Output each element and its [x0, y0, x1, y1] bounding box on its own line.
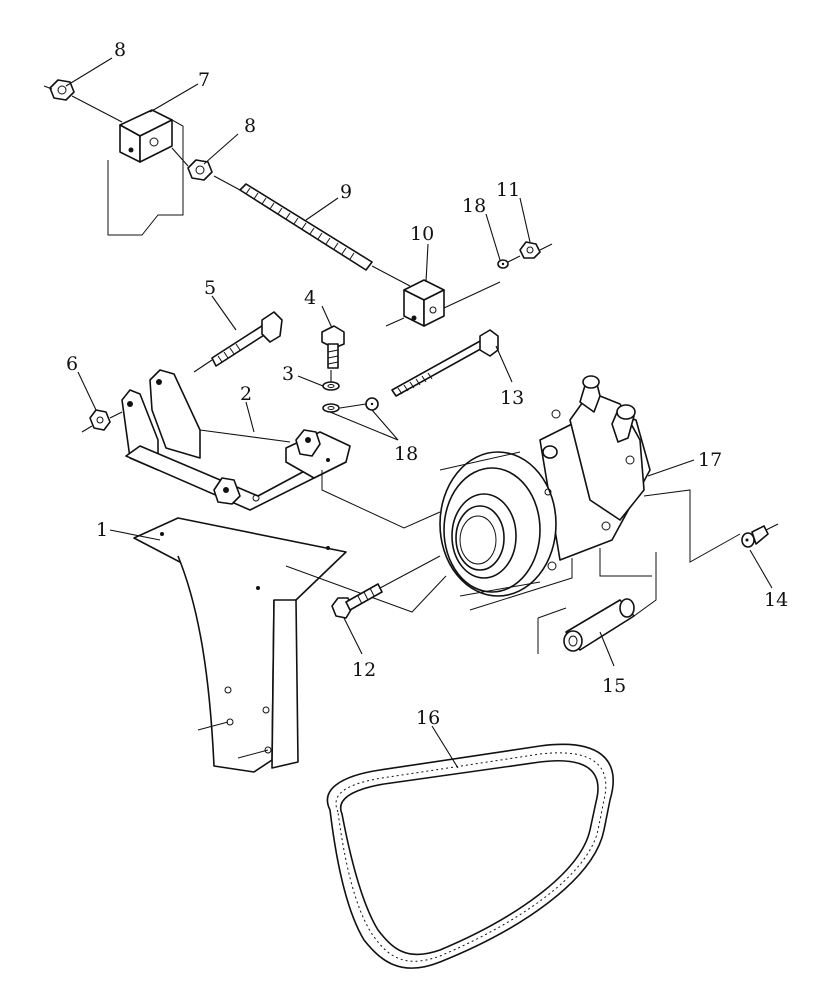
- callout-17: 17: [698, 449, 722, 471]
- spacer-part-15: [563, 598, 635, 652]
- bolt-part-14: [741, 525, 769, 548]
- threaded-rod-part-9: [239, 183, 373, 271]
- block-part-10: [403, 279, 445, 327]
- nut-part-11: [519, 241, 541, 259]
- callout-11: 11: [496, 179, 520, 201]
- callout-9: 9: [340, 181, 352, 203]
- drive-belt-part-16: [326, 743, 614, 969]
- callout-12: 12: [352, 659, 376, 681]
- washer-part-18-top: [497, 259, 509, 269]
- callout-3: 3: [282, 363, 294, 385]
- callout-6: 6: [66, 353, 78, 375]
- nut-part-6: [89, 409, 111, 431]
- callout-18-top: 18: [462, 195, 486, 217]
- callout-8-middle: 8: [244, 115, 256, 137]
- compressor-part-17: [439, 375, 651, 597]
- callout-18-lower: 18: [394, 443, 418, 465]
- callout-16: 16: [416, 707, 440, 729]
- bracket-part-2: [121, 369, 351, 511]
- bolt-part-13: [391, 329, 499, 397]
- callout-1: 1: [96, 519, 108, 541]
- callout-14: 14: [764, 589, 788, 611]
- support-bracket-part-1: [133, 517, 347, 773]
- nut-part-8-top: [43, 79, 75, 101]
- bolt-part-4: [321, 325, 345, 369]
- callout-7: 7: [198, 69, 210, 91]
- bolt-part-5: [211, 311, 283, 367]
- nut-part-8-middle: [187, 159, 213, 181]
- callout-8-top: 8: [114, 39, 126, 61]
- callout-5: 5: [204, 277, 216, 299]
- callout-13: 13: [500, 387, 524, 409]
- washer-part-18-lower: [365, 397, 379, 411]
- bolt-part-12: [331, 583, 383, 619]
- callout-labels: 1 2 3 4 5 6 7 8 8 9 10 11 12 13 14 15 16…: [66, 39, 788, 729]
- callout-2: 2: [240, 383, 252, 405]
- callout-15: 15: [602, 675, 626, 697]
- callout-10: 10: [410, 223, 434, 245]
- washer-part-3: [322, 381, 340, 413]
- block-part-7: [119, 109, 173, 163]
- callout-4: 4: [304, 287, 316, 309]
